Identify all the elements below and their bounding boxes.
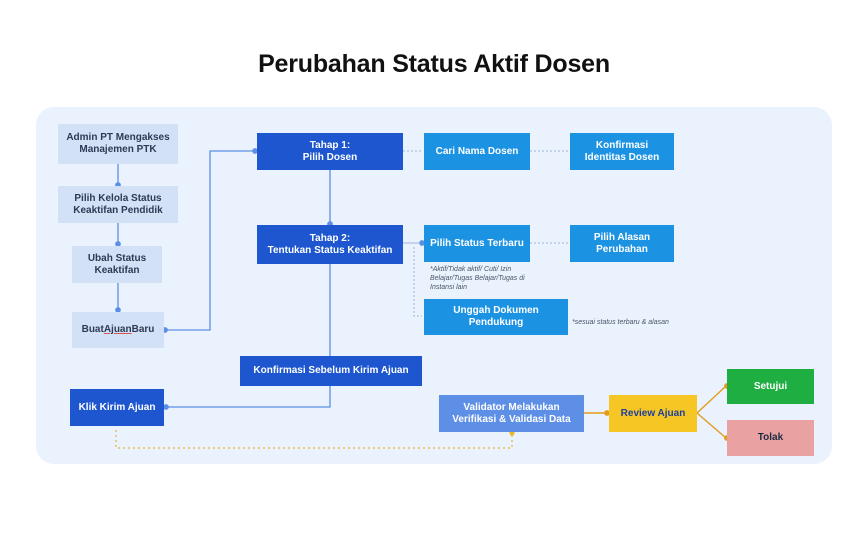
step-buat-ajuan-baru: Buat Ajuan Baru bbox=[72, 312, 164, 348]
step-konfirmasi-identitas: Konfirmasi Identitas Dosen bbox=[570, 133, 674, 170]
outcome-setujui: Setujui bbox=[727, 369, 814, 404]
diagram-title: Perubahan Status Aktif Dosen bbox=[258, 50, 610, 78]
step-pilih-kelola-status: Pilih Kelola Status Keaktifan Pendidik bbox=[58, 186, 178, 223]
note-status-options: *Aktif/Tidak aktif/ Cuti/ Izin Belajar/T… bbox=[430, 266, 525, 291]
step-pilih-alasan: Pilih Alasan Perubahan bbox=[570, 225, 674, 262]
step-validator: Validator Melakukan Verifikasi & Validas… bbox=[439, 395, 584, 432]
buat-suffix: Baru bbox=[131, 324, 155, 335]
step-review-ajuan: Review Ajuan bbox=[609, 395, 697, 432]
step-pilih-status-terbaru: Pilih Status Terbaru bbox=[424, 225, 530, 262]
step-ubah-status: Ubah Status Keaktifan bbox=[72, 246, 162, 283]
outcome-tolak: Tolak bbox=[727, 420, 814, 456]
step-unggah-dokumen: Unggah Dokumen Pendukung bbox=[424, 299, 568, 335]
step-tahap-1: Tahap 1: Pilih Dosen bbox=[257, 133, 403, 170]
step-konfirmasi-kirim: Konfirmasi Sebelum Kirim Ajuan bbox=[240, 356, 422, 386]
step-admin-access: Admin PT Mengakses Manajemen PTK bbox=[58, 124, 178, 164]
note-dokumen: *sesuai status terbaru & alasan bbox=[572, 319, 669, 326]
step-klik-kirim-ajuan: Klik Kirim Ajuan bbox=[70, 389, 164, 426]
buat-prefix: Buat bbox=[81, 324, 104, 335]
step-cari-nama-dosen: Cari Nama Dosen bbox=[424, 133, 530, 170]
step-tahap-2: Tahap 2: Tentukan Status Keaktifan bbox=[257, 225, 403, 264]
buat-underlined: Ajuan bbox=[103, 324, 132, 335]
